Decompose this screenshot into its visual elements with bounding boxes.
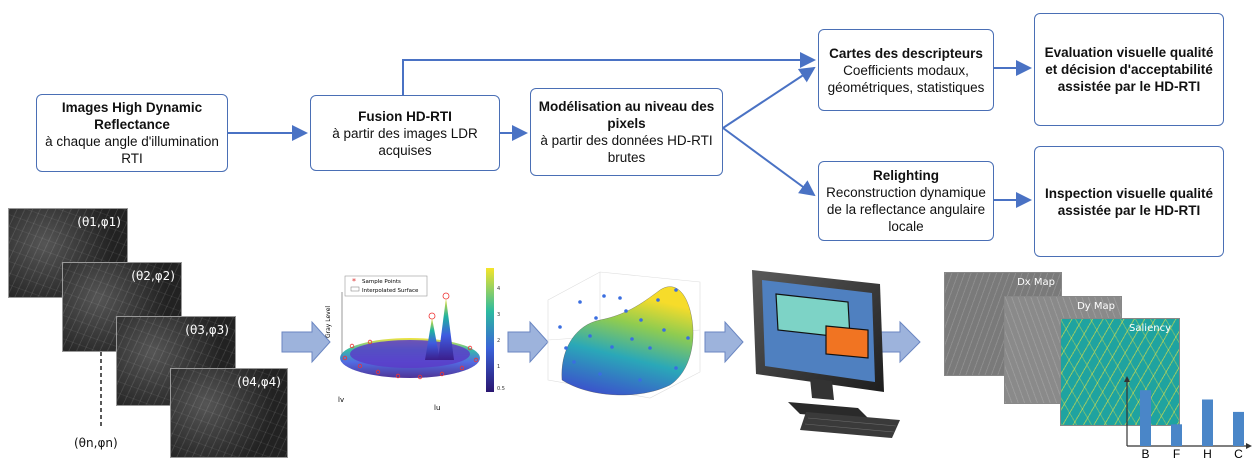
xlabel-lu: lu — [434, 404, 440, 412]
box-hdr-sub: à chaque angle d'illumination RTI — [45, 134, 219, 166]
box-relight-sub: Reconstruction dynamique de la reflectan… — [826, 185, 986, 234]
xlabel-lv: lv — [338, 396, 344, 404]
box-model-sub: à partir des données HD-RTI brutes — [540, 133, 713, 165]
angle-label-3: (θ3,φ3) — [185, 323, 229, 337]
svg-text:4: 4 — [497, 286, 500, 292]
big-arrow-1 — [281, 320, 331, 364]
dy-map-label: Dy Map — [1077, 301, 1115, 312]
box-eval-title: Evaluation visuelle qualité et décision … — [1044, 45, 1214, 94]
svg-text:1: 1 — [497, 364, 500, 370]
box-model-title: Modélisation au niveau des pixels — [538, 99, 715, 131]
svg-text:*: * — [352, 277, 356, 286]
legend-sample-points: Sample Points — [362, 279, 401, 285]
box-cartes: Cartes des descripteurs Coefficients mod… — [818, 29, 994, 111]
photo-4: (θ4,φ4) — [170, 368, 288, 458]
box-fusion: Fusion HD-RTI à partir des images LDR ac… — [310, 95, 500, 171]
bar-label-B: B — [1141, 447, 1149, 460]
legend-interpolated: Interpolated Surface — [362, 288, 419, 294]
box-fusion-title: Fusion HD-RTI — [358, 108, 452, 124]
arrow-model-cartes — [722, 66, 816, 129]
svg-text:3: 3 — [497, 312, 500, 318]
box-cartes-sub: Coefficients modaux, géométriques, stati… — [827, 62, 985, 95]
angle-label-n: (θn,φn) — [74, 436, 118, 450]
bar-C — [1233, 411, 1244, 446]
box-eval: Evaluation visuelle qualité et décision … — [1034, 13, 1224, 126]
angle-label-2: (θ2,φ2) — [131, 269, 175, 283]
big-arrow-2 — [507, 320, 549, 364]
angle-label-4: (θ4,φ4) — [237, 375, 281, 389]
saliency-map-label: Saliency — [1129, 323, 1171, 334]
box-relight-title: Relighting — [873, 168, 939, 183]
bar-B — [1140, 390, 1151, 446]
box-relight: Relighting Reconstruction dynamique de l… — [818, 161, 994, 241]
box-model: Modélisation au niveau des pixels à part… — [530, 88, 723, 176]
ylabel-gray-level: Gray Level — [325, 306, 332, 338]
bar-H — [1202, 399, 1213, 446]
arrow-fusion-cartes — [402, 52, 816, 95]
angle-label-1: (θ1,φ1) — [77, 215, 121, 229]
box-inspect: Inspection visuelle qualité assistée par… — [1034, 146, 1224, 257]
box-inspect-title: Inspection visuelle qualité assistée par… — [1044, 185, 1214, 218]
big-arrow-3 — [704, 320, 744, 364]
saliency-map: Saliency — [1060, 318, 1180, 426]
svg-text:2: 2 — [497, 338, 500, 344]
bar-F — [1171, 424, 1182, 446]
box-cartes-title: Cartes des descripteurs — [829, 45, 983, 61]
bar-label-C: C — [1234, 447, 1243, 460]
dx-map-label: Dx Map — [1017, 277, 1055, 288]
bar-label-F: F — [1173, 447, 1180, 460]
arrow-model-relight — [722, 127, 816, 197]
box-hdr-title: Images High Dynamic Reflectance — [61, 100, 203, 132]
bar-label-H: H — [1203, 447, 1212, 460]
box-hdr-images: Images High Dynamic Reflectance à chaque… — [36, 94, 228, 172]
svg-text:0.5: 0.5 — [497, 386, 505, 392]
box-fusion-sub: à partir des images LDR acquises — [332, 125, 478, 158]
